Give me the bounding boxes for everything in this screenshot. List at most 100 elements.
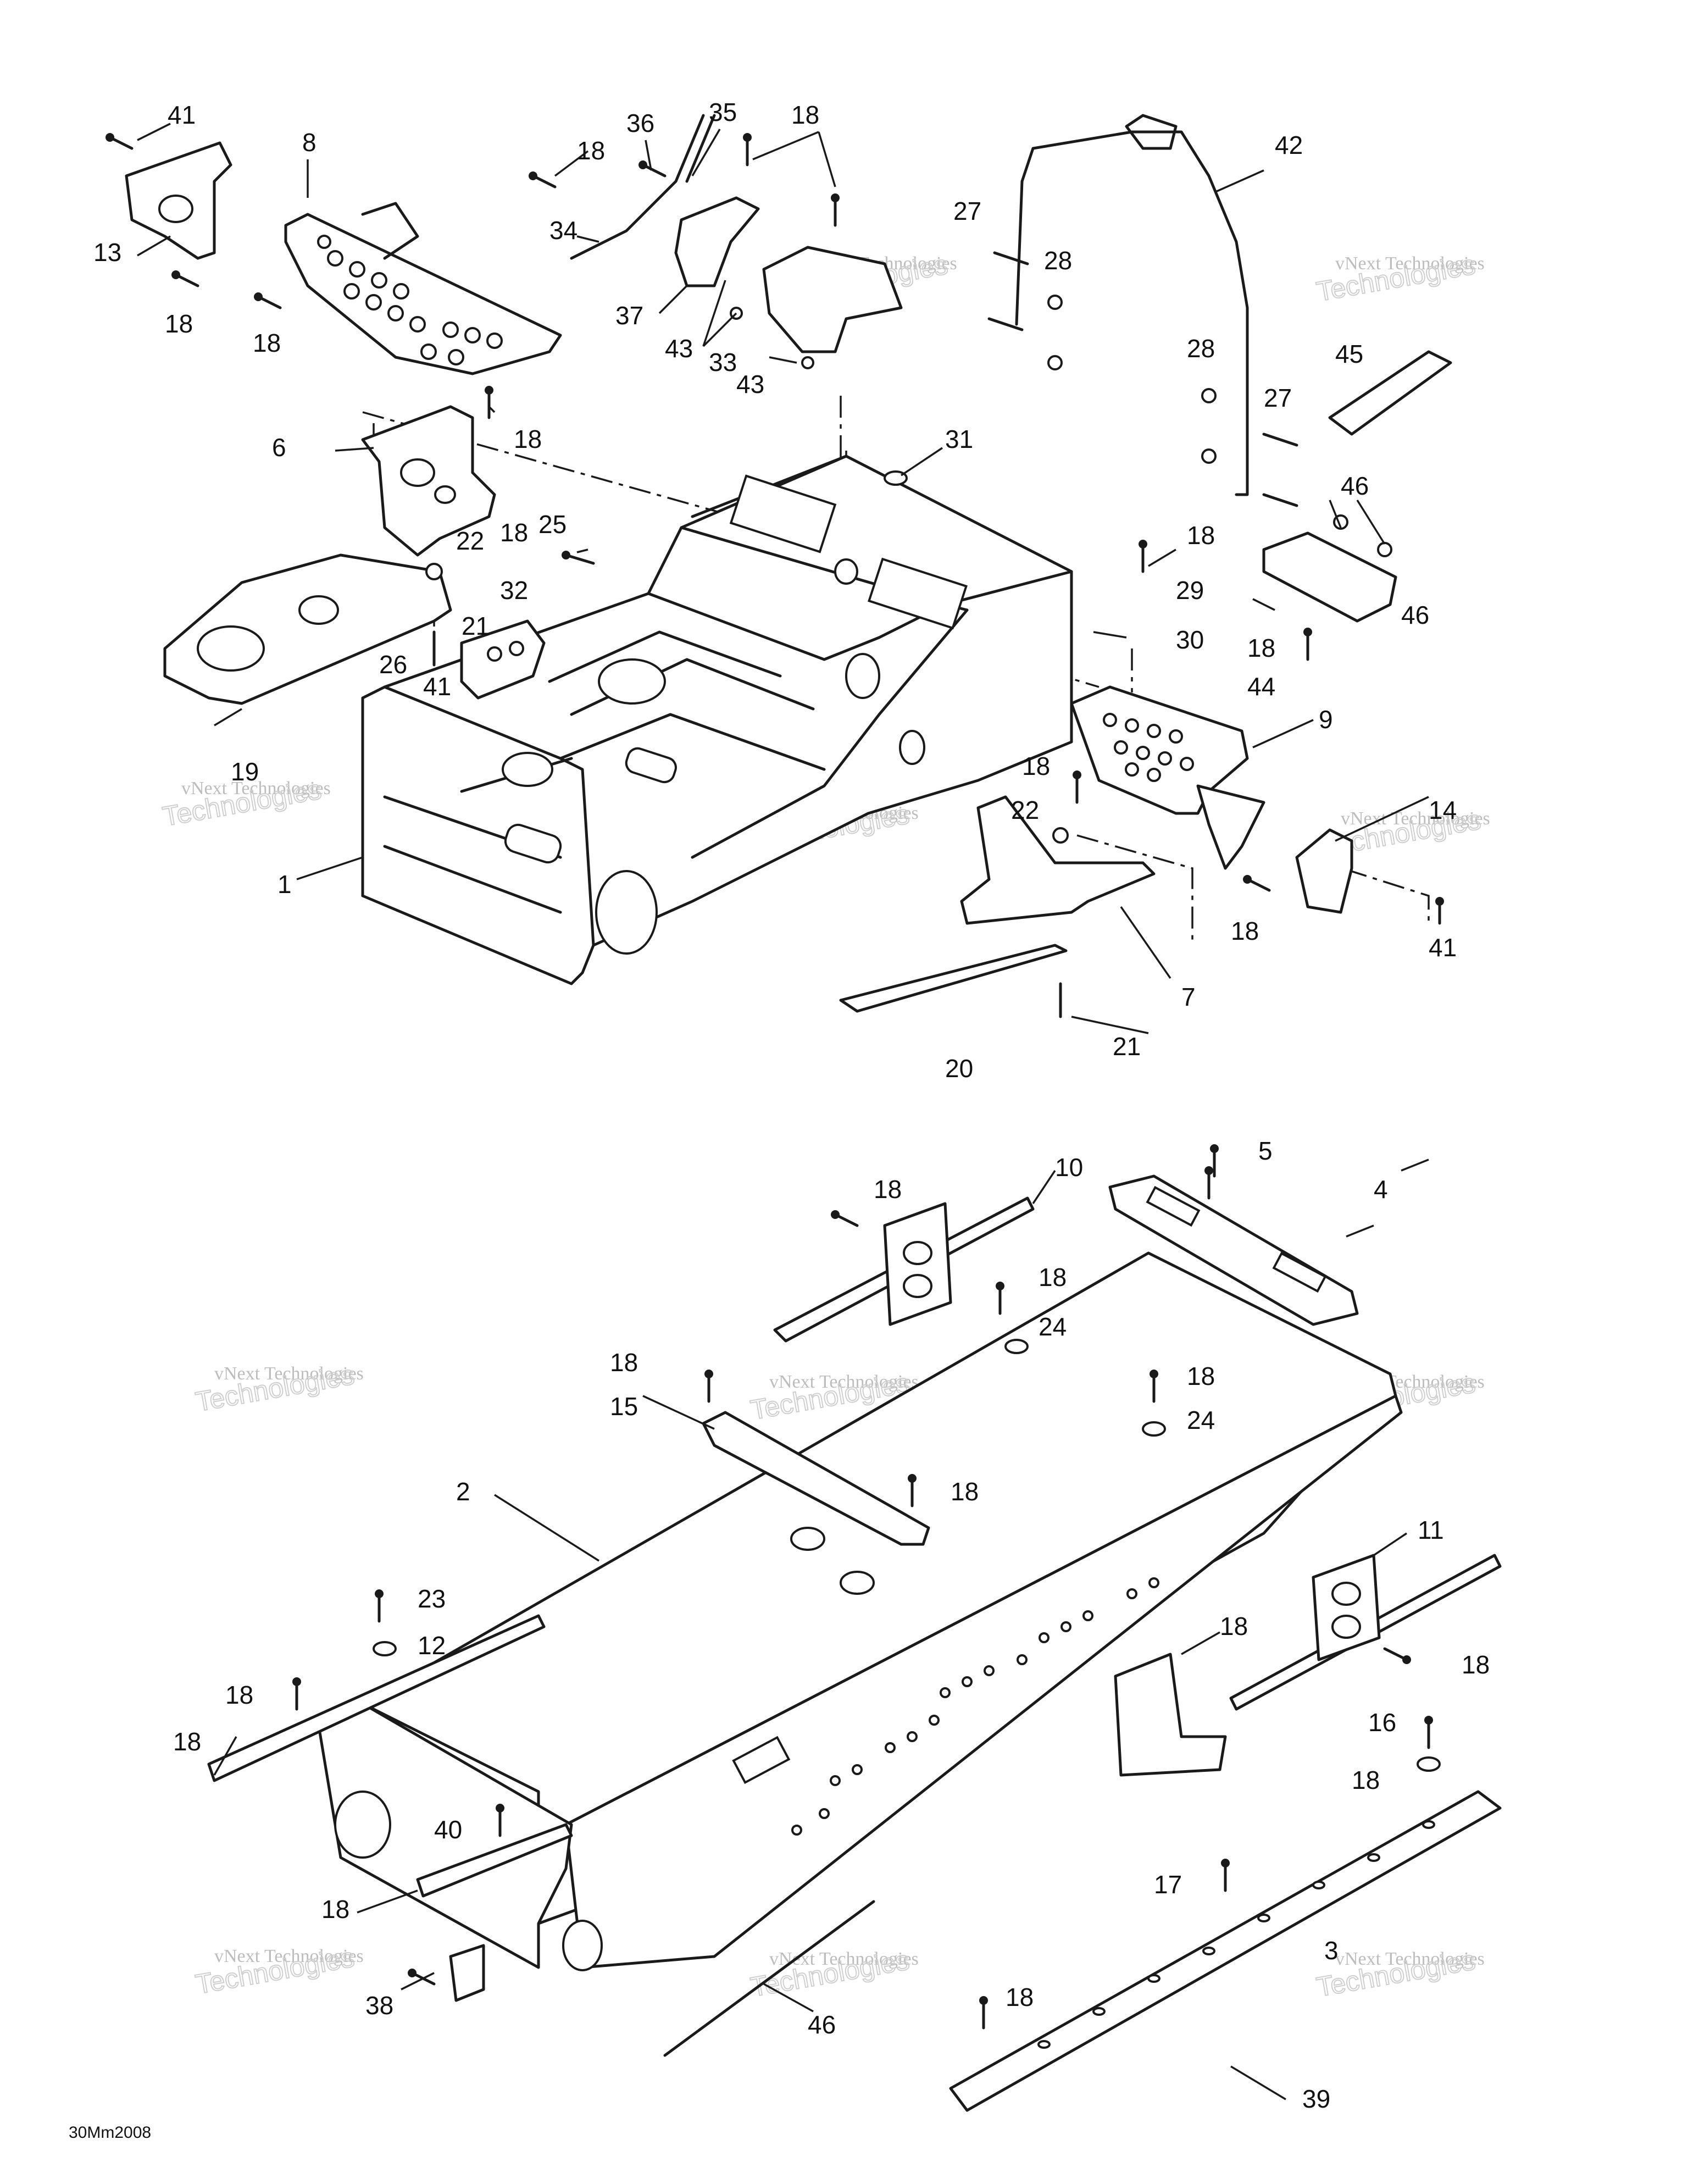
bracket-part-46 [1262, 531, 1397, 623]
callout-28: 28 [1187, 334, 1215, 363]
callout-31: 31 [945, 425, 973, 453]
callout-42: 42 [1275, 131, 1303, 159]
nut-icon [425, 563, 443, 580]
side-bracket-hole [158, 195, 193, 223]
tunnel-hole [562, 1920, 603, 1971]
rivet-icon [408, 1969, 436, 1986]
callout-33: 33 [709, 348, 737, 376]
tunnel-slot [732, 1736, 791, 1784]
callout-8: 8 [302, 128, 316, 157]
rivet-icon [1221, 1859, 1230, 1892]
callout-labels: 41 8 13 18 18 36 35 18 18 34 37 43 33 43… [93, 98, 1490, 2113]
tunnel-part-2 [317, 1251, 1403, 1971]
callout-18: 40 [434, 1815, 462, 1844]
hose-part-34 [570, 114, 705, 260]
callout-13: 13 [93, 238, 121, 267]
tunnel-hole [840, 1571, 875, 1595]
rivet-icon [171, 270, 199, 287]
callout-2: 2 [456, 1477, 470, 1506]
callout-leaders [137, 123, 1429, 2100]
callout-18: 18 [514, 425, 542, 453]
callout-18: 18 [1247, 634, 1275, 662]
callout-17: 18 [321, 1895, 349, 1924]
callout-39: 18 [1006, 1983, 1034, 2011]
rivet-icon [979, 1996, 988, 2030]
callout-35: 35 [709, 98, 737, 126]
nut-icon [801, 356, 814, 369]
rivet-icon [1383, 1647, 1411, 1664]
belly-pan-part-19 [163, 553, 452, 705]
handle-tube-left [1015, 147, 1035, 326]
rivet-icon [562, 551, 595, 565]
nut-icon [1047, 355, 1063, 370]
handle-plate [1125, 114, 1178, 150]
bolt-icon [987, 317, 1024, 331]
side-bracket-part-13 [125, 141, 232, 260]
callout-15: 15 [610, 1392, 638, 1421]
callout-18: 18 [225, 1681, 253, 1709]
callout-46: 46 [1341, 472, 1369, 500]
tunnel-hole [334, 1791, 391, 1859]
bracket-part-46-lower [449, 1944, 485, 2002]
watermark-line1: vNext Technologies [1341, 808, 1490, 829]
footrest-edge [361, 202, 419, 260]
frame-edge [383, 845, 562, 914]
callout-18: 18 [577, 136, 605, 165]
small-bracket-part-32 [460, 619, 546, 700]
rivet-icon [1204, 1166, 1213, 1200]
callout-24: 24 [1187, 1406, 1215, 1434]
callout-10: 10 [1055, 1153, 1083, 1182]
frame-cutout [729, 474, 837, 553]
rivet-icon [1303, 628, 1312, 661]
washer-part-23 [373, 1641, 397, 1656]
bolt-icon [993, 251, 1029, 265]
belly-pan-hole [197, 625, 265, 672]
callout-27: 27 [953, 197, 981, 225]
tunnel-front-face [317, 1702, 573, 1969]
callout-25: 25 [538, 510, 567, 539]
watermark: vNext Technologies Technologies [1314, 1944, 1485, 2003]
callout-3: 46 [808, 2010, 836, 2039]
tunnel-vent-holes [791, 1577, 1159, 1836]
rivet-icon [529, 171, 557, 189]
callout-18: 18 [1462, 1650, 1490, 1679]
callout-34: 34 [549, 216, 578, 245]
front-frame-assembly [125, 114, 1452, 1013]
rail-part-20 [839, 944, 1068, 1013]
rivet-icon [292, 1677, 301, 1711]
frame-hole [899, 730, 925, 765]
watermark-line1: vNext Technologies [214, 1363, 364, 1384]
callout-30: 30 [1176, 625, 1204, 654]
lower-bracket-part-7 [960, 795, 1156, 925]
rivet-icon [375, 1589, 384, 1623]
rivet-icon [1243, 875, 1271, 892]
callout-12: 18 [1220, 1612, 1248, 1640]
tunnel-assembly [207, 1144, 1502, 2112]
belly-pan-hole [298, 595, 339, 625]
callout-18: 18 [874, 1175, 902, 1204]
side-bracket-part-14 [1295, 828, 1353, 914]
nut-icon [1047, 295, 1063, 310]
callout-26: 26 [379, 650, 407, 679]
callout-18: 18 [253, 329, 281, 357]
footrest-tab [1196, 784, 1265, 870]
watermark-line1: vNext Technologies [769, 1372, 919, 1392]
washer-part-40 [1417, 1756, 1441, 1772]
rivet-icon [908, 1474, 917, 1507]
footrest-holes [317, 235, 503, 365]
callout-11: 11 [1418, 1516, 1444, 1544]
callout-18: 18 [610, 1348, 638, 1377]
rivet-icon [1150, 1370, 1158, 1403]
nut-icon [1052, 827, 1069, 844]
callout-18: 18 [1231, 917, 1259, 945]
callout-18: 38 [365, 1991, 393, 2020]
callout-37: 37 [615, 301, 643, 330]
rivet-icon [106, 133, 134, 150]
bolt-icon [1262, 433, 1298, 447]
rivet-icon [831, 193, 840, 227]
bracket-part-12 [1114, 1653, 1227, 1777]
callout-18: 18 [1039, 1263, 1067, 1291]
frame-edge [383, 685, 595, 947]
callout-21: 21 [462, 612, 490, 640]
